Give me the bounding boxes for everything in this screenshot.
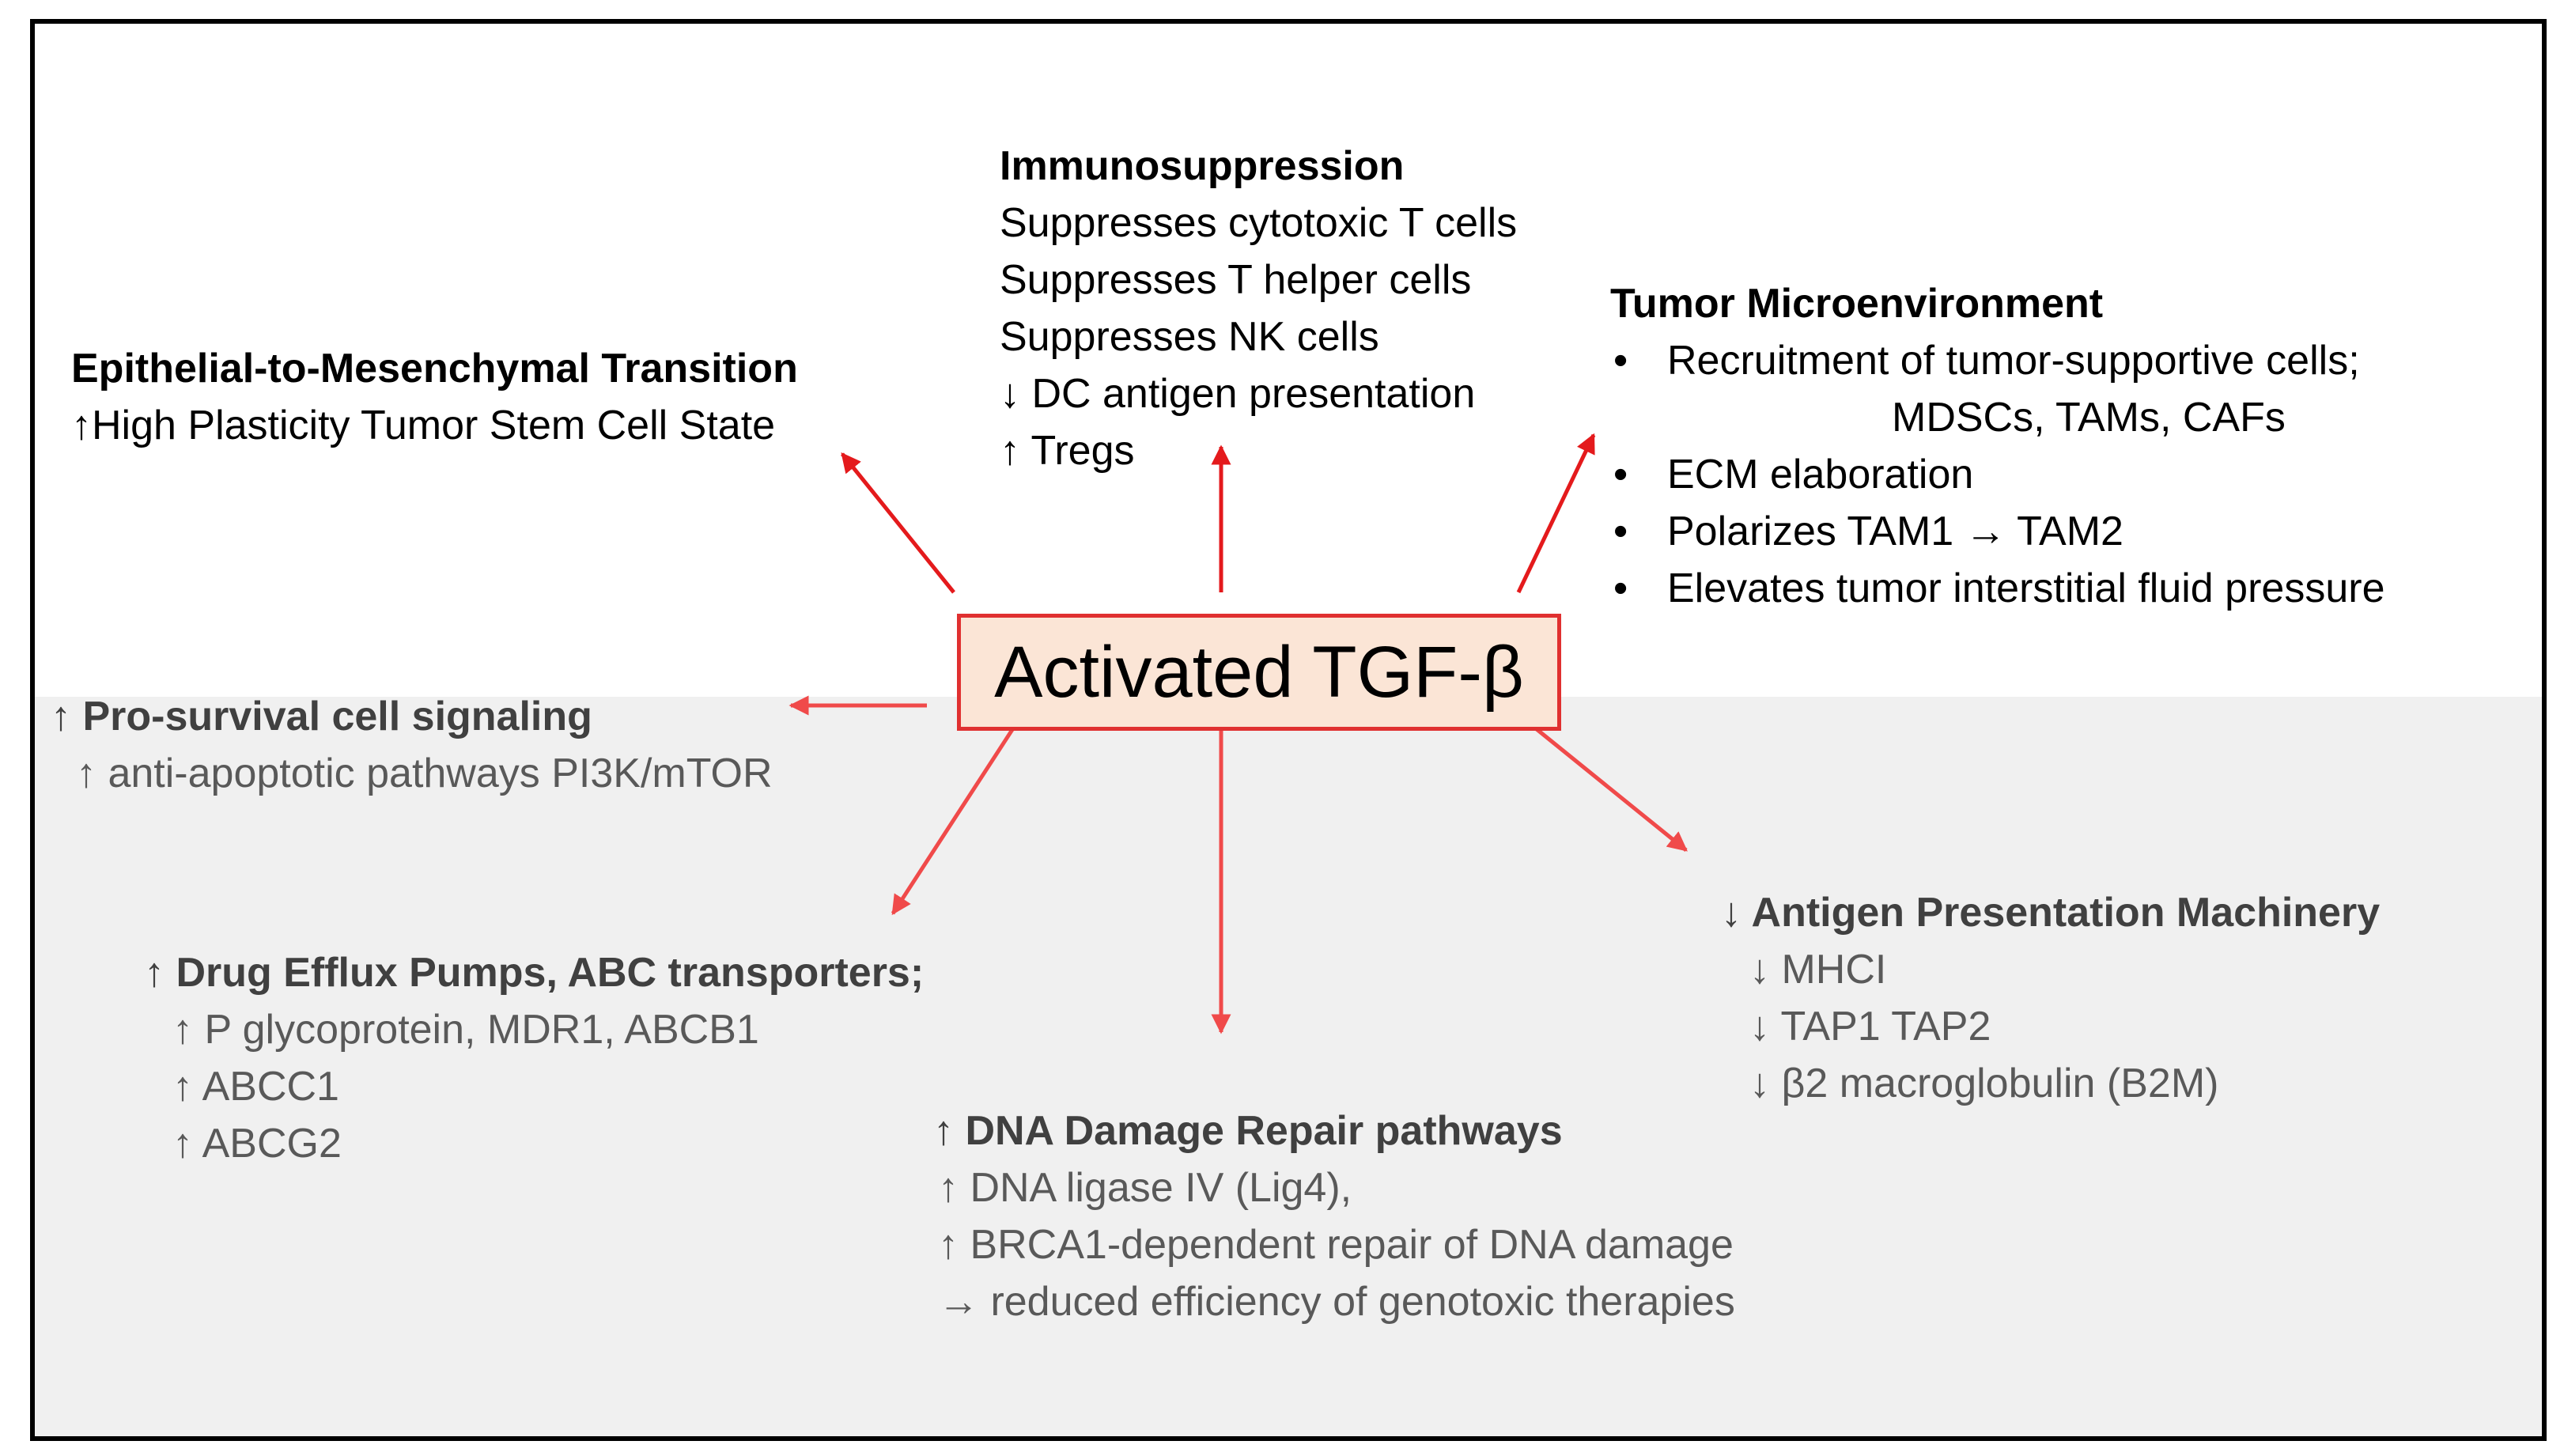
prosurvival-line: ↑ anti-apoptotic pathways PI3K/mTOR bbox=[76, 751, 773, 796]
immunosuppression-line: Suppresses T helper cells bbox=[1000, 257, 1472, 303]
arrow-to-antigen-presentation bbox=[1515, 711, 1688, 852]
tumor-microenvironment-block: Tumor Microenvironment Recruitment of tu… bbox=[1610, 275, 2385, 617]
arrows-layer bbox=[788, 433, 1688, 1034]
antigen-presentation-line: ↓ β2 macroglobulin (B2M) bbox=[1749, 1061, 2219, 1106]
arrow-to-emt bbox=[841, 452, 955, 594]
tme-bullet: ECM elaboration bbox=[1610, 446, 2385, 503]
emt-line: ↑High Plasticity Tumor Stem Cell State bbox=[71, 403, 776, 448]
drug-efflux-line: ↑ P glycoprotein, MDR1, ABCB1 bbox=[172, 1007, 759, 1053]
activated-tgf-beta-box: Activated TGF-β bbox=[957, 614, 1561, 731]
immunosuppression-line: Suppresses NK cells bbox=[1000, 314, 1379, 360]
tme-bullet: Recruitment of tumor-supportive cells; bbox=[1610, 332, 2385, 389]
immunosuppression-block: Immunosuppression Suppresses cytotoxic T… bbox=[1000, 138, 1517, 479]
diagram-frame: Activated TGF-β Epithelial-to-Mesenchyma… bbox=[30, 19, 2547, 1441]
center-label: Activated TGF-β bbox=[994, 631, 1524, 713]
arrow-to-drug-efflux bbox=[891, 711, 1026, 916]
drug-efflux-title: ↑ Drug Efflux Pumps, ABC transporters; bbox=[144, 950, 925, 996]
antigen-presentation-title: ↓ Antigen Presentation Machinery bbox=[1721, 890, 2381, 936]
drug-efflux-line: ↑ ABCC1 bbox=[172, 1064, 339, 1110]
tme-bullet: Elevates tumor interstitial fluid pressu… bbox=[1610, 560, 2385, 617]
immunosuppression-line: ↑ Tregs bbox=[1000, 428, 1135, 474]
immunosuppression-title: Immunosuppression bbox=[1000, 143, 1405, 189]
antigen-presentation-line: ↓ MHCI bbox=[1749, 947, 1887, 993]
prosurvival-block: ↑ Pro-survival cell signaling ↑ anti-apo… bbox=[51, 688, 773, 802]
dna-repair-line: ↑ BRCA1-dependent repair of DNA damage bbox=[938, 1222, 1734, 1268]
antigen-presentation-line: ↓ TAP1 TAP2 bbox=[1749, 1004, 1991, 1049]
dna-repair-line: ↑ DNA ligase IV (Lig4), bbox=[938, 1165, 1352, 1211]
lower-background-band bbox=[35, 697, 2542, 1436]
emt-title: Epithelial-to-Mesenchymal Transition bbox=[71, 346, 798, 391]
tme-title: Tumor Microenvironment bbox=[1610, 281, 2104, 327]
tme-bullet: Polarizes TAM1 → TAM2 bbox=[1610, 503, 2385, 560]
tme-bullet-continuation: MDSCs, TAMs, CAFs bbox=[1892, 395, 2286, 441]
dna-repair-block: ↑ DNA Damage Repair pathways ↑ DNA ligas… bbox=[933, 1102, 1735, 1330]
dna-repair-title: ↑ DNA Damage Repair pathways bbox=[933, 1108, 1563, 1154]
dna-repair-line: → reduced efficiency of genotoxic therap… bbox=[938, 1279, 1735, 1325]
drug-efflux-block: ↑ Drug Efflux Pumps, ABC transporters; ↑… bbox=[144, 944, 924, 1172]
immunosuppression-line: ↓ DC antigen presentation bbox=[1000, 371, 1476, 417]
arrow-to-microenvironment bbox=[1516, 433, 1596, 594]
immunosuppression-line: Suppresses cytotoxic T cells bbox=[1000, 200, 1518, 246]
drug-efflux-line: ↑ ABCG2 bbox=[172, 1121, 342, 1167]
emt-block: Epithelial-to-Mesenchymal Transition ↑Hi… bbox=[71, 340, 798, 454]
prosurvival-title: ↑ Pro-survival cell signaling bbox=[51, 694, 592, 739]
antigen-presentation-block: ↓ Antigen Presentation Machinery ↓ MHCI … bbox=[1721, 884, 2380, 1112]
